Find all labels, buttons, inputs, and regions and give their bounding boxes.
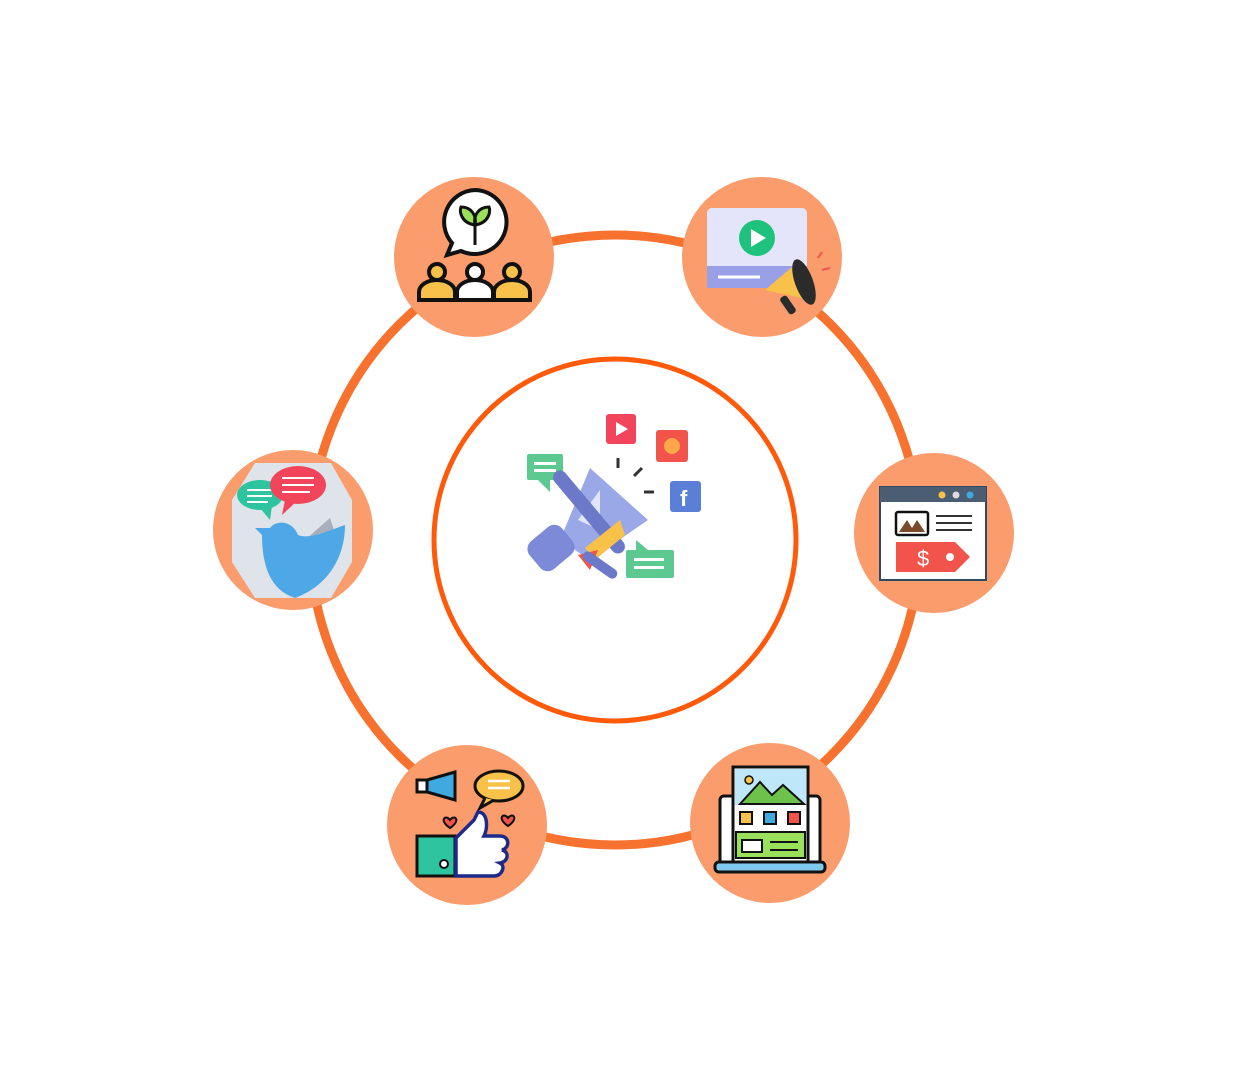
community-growth-icon [417, 187, 532, 302]
video-advertising-icon [707, 208, 831, 315]
thumbs-up-engagement-icon [415, 769, 525, 878]
svg-text:f: f [680, 486, 688, 511]
svg-text:$: $ [917, 546, 929, 571]
node-laptop-gallery [690, 743, 850, 903]
node-twitter-chat [213, 450, 373, 610]
megaphone-social-media-icon: f [527, 414, 701, 579]
node-community [394, 177, 554, 337]
webpage-price-tag-icon: $ [879, 486, 987, 581]
inner-ring [431, 356, 799, 724]
node-social-like [387, 745, 547, 905]
node-video-ad [682, 177, 842, 337]
bird-chat-icon [232, 463, 352, 598]
laptop-website-icon [713, 765, 827, 874]
node-web-pricing: $ [854, 453, 1014, 613]
